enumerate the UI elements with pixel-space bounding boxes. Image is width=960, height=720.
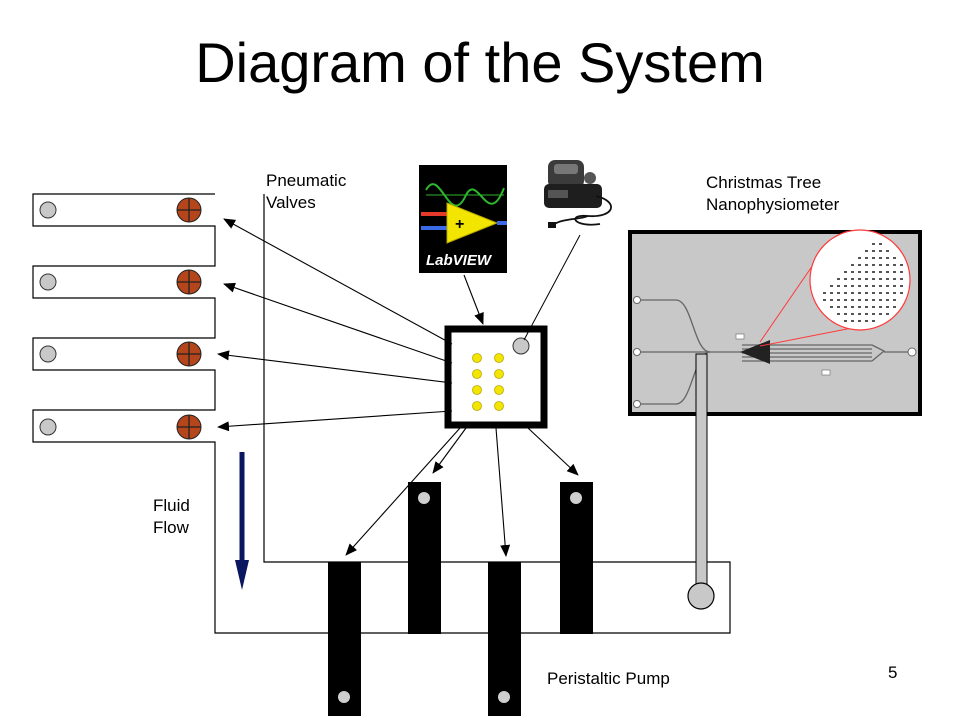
valve-row-1 (39, 197, 202, 223)
valve-marker-icon (176, 414, 202, 440)
labview-arrow (463, 274, 484, 325)
peristaltic-pump-label: Peristaltic Pump (547, 669, 670, 688)
fluid-flow-label: Fluid Flow (153, 496, 190, 537)
labview-logo-text: LabVIEW (426, 252, 493, 269)
channel-port (39, 273, 57, 291)
valve-row-2 (39, 269, 202, 295)
controller-box (444, 325, 548, 429)
channel-port (39, 345, 57, 363)
valve-marker-icon (176, 269, 202, 295)
page-title: Diagram of the System (195, 31, 765, 94)
valve-control-arrows (217, 218, 453, 432)
valve-row-3 (39, 341, 202, 367)
controller-dots (472, 353, 504, 411)
valve-row-4 (39, 414, 202, 440)
serpentine-channel (32, 193, 731, 634)
christmas-tree-label: Christmas Tree Nanophysiometer (706, 173, 840, 214)
air-inlet-port (512, 337, 530, 355)
valve-marker-icon (176, 341, 202, 367)
valve-marker-icon (176, 197, 202, 223)
pump-roller (560, 482, 593, 634)
air-line (523, 234, 581, 341)
page-number: 5 (888, 663, 897, 682)
pump-control-arrows (345, 427, 579, 557)
nanophysiometer-device (628, 229, 922, 610)
channel-port (39, 418, 57, 436)
outlet-port (687, 582, 715, 610)
peristaltic-pump (328, 482, 593, 716)
channel-port (39, 201, 57, 219)
magnified-inset (809, 229, 911, 331)
pneumatic-valves-label: Pneumatic Valves (266, 171, 347, 212)
air-compressor-icon (538, 154, 622, 234)
pump-roller (408, 482, 441, 634)
outlet-tube (695, 353, 708, 589)
pump-roller (328, 562, 361, 716)
labview-logo-icon: + LabVIEW (419, 165, 507, 273)
svg-text:+: + (455, 216, 464, 233)
pump-roller (488, 562, 521, 716)
fluid-flow-arrow-icon (235, 452, 249, 590)
